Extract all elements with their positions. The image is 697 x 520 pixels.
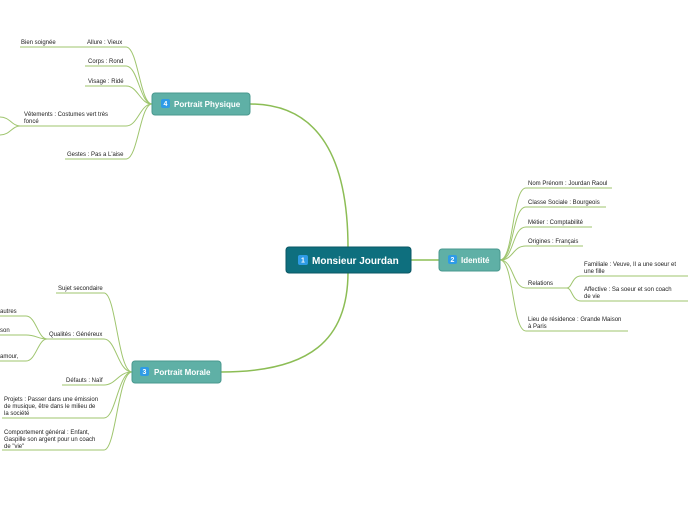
subtopic-origines[interactable]: Origines : Français [528, 239, 578, 245]
svg-text:3: 3 [143, 369, 147, 376]
morale-label: Portrait Morale [154, 368, 211, 377]
root-node[interactable]: 1 Monsieur Jourdan [285, 246, 412, 274]
root-label: Monsieur Jourdan [312, 256, 399, 267]
subtopic-comportement-line2[interactable]: Gaspille son argent pour un coach [4, 437, 95, 443]
svg-text:2: 2 [451, 257, 455, 264]
subtopic-cut-amour[interactable]: amour, [0, 354, 19, 360]
subtopic-metier[interactable]: Métier : Comptabilité [528, 220, 584, 226]
physique-label: Portrait Physique [174, 100, 241, 109]
subtopic-comportement-line1[interactable]: Comportement général : Enfant, [4, 430, 90, 436]
connector-root-physique [249, 103, 349, 249]
subtopic-cut-autres[interactable]: autres [0, 309, 17, 315]
identite-branches [499, 187, 688, 332]
identite-label: Identité [461, 256, 490, 265]
topic-portrait-morale[interactable]: 3 Portrait Morale [131, 360, 222, 384]
subtopic-nom-prenom[interactable]: Nom Prénom : Jourdan Raoul [528, 181, 607, 187]
subtopic-qualites[interactable]: Qualités : Généreux [49, 332, 102, 338]
topic-portrait-physique[interactable]: 4 Portrait Physique [151, 92, 251, 116]
subtopic-lieu-line1[interactable]: Lieu de résidence : Grande Maison [528, 317, 621, 323]
subtopic-defauts[interactable]: Défauts : Naïf [66, 378, 103, 384]
subtopic-cut-son[interactable]: son [0, 328, 10, 334]
connector-root-morale [220, 271, 349, 373]
subtopic-visage[interactable]: Visage : Ridé [88, 79, 124, 85]
subtopic-affective-line2[interactable]: de vie [584, 294, 601, 300]
morale-branches [0, 292, 133, 451]
svg-text:1: 1 [301, 258, 305, 265]
subtopic-sujet-secondaire[interactable]: Sujet secondaire [58, 286, 103, 292]
subtopic-corps[interactable]: Corps : Rond [88, 59, 123, 65]
subtopic-bien-soignee[interactable]: Bien soignée [21, 40, 56, 46]
subtopic-projets-line3[interactable]: la société [4, 411, 30, 417]
svg-text:4: 4 [164, 101, 168, 108]
physique-number-badge [161, 99, 170, 108]
subtopic-comportement-line3[interactable]: de "vie" [4, 444, 24, 450]
subtopic-relations[interactable]: Relations [528, 281, 553, 287]
subtopic-vetements-line2[interactable]: foncé [24, 119, 39, 125]
subtopic-classe-sociale[interactable]: Classe Sociale : Bourgeois [528, 200, 600, 206]
subtopic-familiale-line1[interactable]: Familiale : Veuve, Il a une soeur et [584, 262, 676, 268]
subtopic-projets-line1[interactable]: Projets : Passer dans une émission [4, 397, 98, 403]
subtopic-gestes[interactable]: Gestes : Pas a L'aise [67, 152, 124, 158]
subtopic-vetements-line1[interactable]: Vêtements : Costumes vert très [24, 112, 108, 118]
physique-branches [0, 46, 153, 160]
morale-number-badge [140, 367, 149, 376]
subtopic-lieu-line2[interactable]: à Paris [528, 324, 547, 330]
subtopic-affective-line1[interactable]: Affective : Sa soeur et son coach [584, 287, 672, 293]
root-number-badge [298, 255, 308, 265]
subtopic-projets-line2[interactable]: de musique, être dans le milieu de [4, 404, 96, 410]
subtopic-allure[interactable]: Allure : Vieux [87, 40, 122, 46]
topic-identite[interactable]: 2 Identité [438, 248, 501, 272]
identite-number-badge [448, 255, 457, 264]
subtopic-familiale-line2[interactable]: une fille [584, 269, 605, 275]
